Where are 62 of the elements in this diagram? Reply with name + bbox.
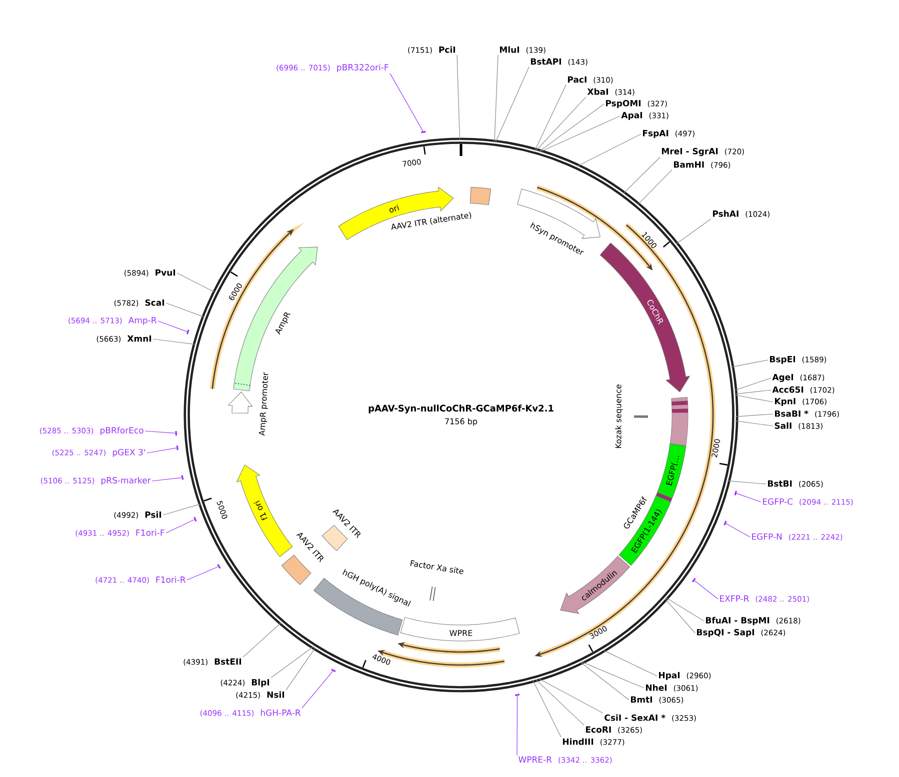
leader-line (162, 503, 202, 516)
leader-line (242, 622, 282, 658)
leader-line (576, 134, 642, 167)
leader-line (535, 678, 584, 726)
leader-line (735, 420, 774, 426)
primer-mark (734, 490, 738, 496)
plasmid-name: pAAV-Syn-nullCoChR-GCaMP6f-Kv2.1 (368, 404, 554, 414)
feature-block: f1 ori (236, 464, 293, 557)
leader-line (581, 661, 644, 688)
feature-label: AmpR promoter (258, 372, 268, 436)
leader-line (734, 390, 772, 394)
plasmid-size: 7156 bp (445, 418, 478, 426)
leader-line (735, 414, 774, 418)
leader-line (666, 597, 704, 622)
leader-line (152, 338, 196, 345)
leader-line (166, 302, 205, 318)
leader-line (736, 493, 762, 502)
leader-line (286, 647, 316, 690)
leader-line (516, 696, 518, 756)
leader-line (456, 54, 460, 141)
leader-line (495, 66, 530, 143)
leader-line (664, 598, 696, 634)
feature-box: EGFP(… (657, 443, 686, 498)
leader-line (186, 566, 218, 580)
primer-mark (331, 668, 336, 672)
primer-mark (217, 564, 221, 569)
leader-line (534, 84, 566, 151)
leader-line (734, 394, 774, 402)
feature-label: Factor Xa site (410, 560, 464, 574)
leader-line (535, 96, 586, 152)
primer-mark (175, 430, 178, 436)
leader-line (602, 650, 658, 676)
leader-line (538, 678, 604, 714)
leader-line (637, 170, 672, 206)
primer-mark (181, 475, 184, 480)
leader-line (676, 218, 712, 244)
leader-line (144, 430, 176, 434)
leader-line (731, 360, 768, 368)
leader-line (390, 73, 424, 132)
leader-line (694, 580, 718, 600)
primer-mark (176, 445, 178, 450)
primer-mark (692, 578, 696, 582)
leader-line (538, 104, 604, 152)
leader-line (539, 116, 620, 152)
leader-line (166, 519, 195, 534)
leader-line (580, 662, 630, 700)
leader-line (270, 646, 314, 678)
primer-mark (421, 130, 426, 134)
feature-box: WPRE (400, 617, 520, 642)
leader-line (532, 680, 562, 738)
leader-line (726, 523, 750, 538)
leader-line (158, 320, 188, 332)
leader-line (176, 272, 216, 293)
leader-line (494, 54, 498, 143)
leader-line (727, 480, 766, 484)
primer-mark (194, 516, 197, 522)
leader-line (734, 378, 772, 391)
primer-mark (514, 694, 520, 696)
leader-line (146, 448, 177, 454)
primer-mark (186, 330, 190, 334)
leader-line (622, 156, 660, 194)
primer-mark (724, 520, 727, 526)
